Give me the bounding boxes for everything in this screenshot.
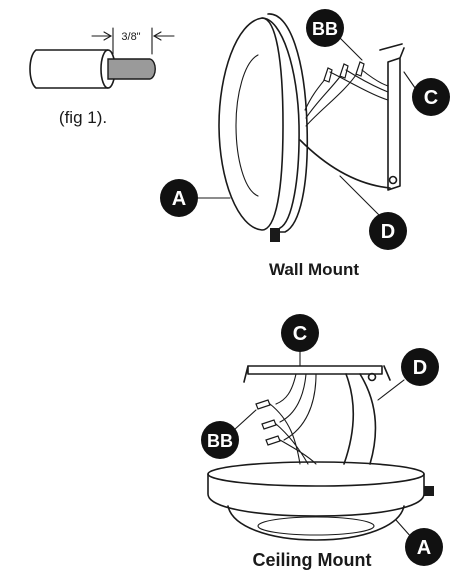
ceiling-mount-title: Ceiling Mount — [253, 550, 372, 570]
dimension-arrow-right — [152, 31, 175, 41]
wall-fixture-edge — [261, 17, 300, 229]
fig-caption: (fig 1). — [59, 108, 107, 127]
wall-fixture-rim — [267, 13, 309, 233]
ceiling-mount-diagram: C D BB A Ceiling Mount — [201, 314, 443, 570]
ceiling-cable — [343, 373, 377, 465]
wall-mounting-plate — [379, 43, 405, 191]
dimension-text: 3/8" — [121, 31, 140, 43]
ceiling-wire-nut-2 — [261, 419, 277, 430]
wall-label-bb: BB — [306, 9, 344, 47]
ceiling-wire-nut-1 — [255, 399, 271, 410]
ceiling-label-bb: BB — [201, 421, 239, 459]
wall-fixture-tail — [270, 228, 280, 242]
wall-leader-d — [339, 175, 383, 219]
wall-fixture-lens — [235, 54, 259, 197]
svg-text:C: C — [293, 323, 307, 345]
dimension-arrow-left — [91, 31, 113, 41]
ceiling-leader-bb — [233, 409, 257, 431]
svg-text:D: D — [381, 221, 395, 243]
ceiling-label-a: A — [405, 528, 443, 566]
wall-fixture-dome — [218, 17, 284, 231]
svg-text:A: A — [417, 537, 431, 559]
wall-supply-wires — [329, 69, 389, 101]
wall-label-a: A — [160, 179, 198, 217]
svg-text:C: C — [424, 87, 438, 109]
ceiling-fixture-lens — [227, 505, 405, 541]
ceiling-wire-nut-3 — [265, 435, 281, 446]
stripped-conductor — [107, 58, 156, 80]
ceiling-fixture-lens-inner — [257, 516, 375, 536]
wall-leader-bb — [339, 37, 363, 61]
wire-strip-figure: 3/8" (fig 1). — [29, 27, 175, 127]
ceiling-supply-wires — [275, 373, 317, 441]
wall-wire-nut-1 — [323, 67, 333, 83]
wall-wire-3 — [305, 71, 359, 127]
svg-text:BB: BB — [207, 431, 233, 451]
svg-text:A: A — [172, 188, 186, 210]
wall-wire-nut-2 — [339, 63, 349, 79]
wall-plate-screw — [388, 175, 398, 185]
ceiling-fixture-tail — [424, 486, 434, 496]
wire-insulation — [29, 49, 109, 89]
ceiling-leader-d — [377, 379, 405, 401]
ceiling-mounting-plate — [243, 365, 391, 383]
wall-mount-title: Wall Mount — [269, 260, 359, 279]
wall-wire-nut-3 — [355, 61, 365, 77]
ceiling-fixture-body — [207, 473, 425, 517]
wall-label-d: D — [369, 212, 407, 250]
svg-text:BB: BB — [312, 19, 338, 39]
svg-text:D: D — [413, 357, 427, 379]
ceiling-label-c: C — [281, 314, 319, 352]
wall-cable — [299, 139, 391, 189]
ceiling-label-d: D — [401, 348, 439, 386]
wall-mount-diagram: A BB C D Wall Mount — [160, 9, 450, 279]
wall-label-c: C — [412, 78, 450, 116]
ceiling-plate-screw — [367, 372, 377, 382]
wall-wire-2 — [305, 73, 343, 119]
ceiling-fixture-top — [207, 461, 425, 487]
